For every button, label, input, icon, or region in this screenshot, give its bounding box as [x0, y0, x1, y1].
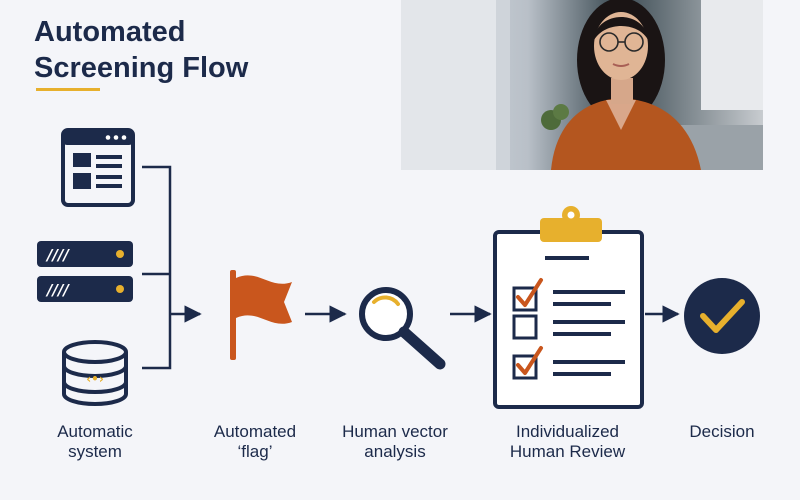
- label-individualized-human-review: Individualized Human Review: [495, 422, 640, 462]
- label-line-2: Human Review: [495, 442, 640, 462]
- clipboard-checklist-icon: [495, 206, 642, 407]
- label-line-2: analysis: [335, 442, 455, 462]
- label-line-1: Automatic: [40, 422, 150, 442]
- source-connectors: [142, 167, 200, 368]
- flag-icon: [230, 270, 292, 360]
- label-decision: Decision: [672, 422, 772, 442]
- label-line-1: Decision: [672, 422, 772, 442]
- label-line-2: system: [40, 442, 150, 462]
- label-human-vector-analysis: Human vector analysis: [335, 422, 455, 462]
- label-automatic-system: Automatic system: [40, 422, 150, 462]
- server-glyph-1: ////: [45, 246, 70, 264]
- browser-window-icon: [63, 130, 133, 205]
- check-circle-icon: [684, 278, 760, 354]
- label-line-1: Individualized: [495, 422, 640, 442]
- server-icon: //// ////: [37, 241, 133, 302]
- database-icon: ‹•›: [64, 342, 126, 404]
- label-line-1: Human vector: [335, 422, 455, 442]
- label-automated-flag: Automated ‘flag’: [200, 422, 310, 462]
- magnifier-icon: [362, 290, 440, 364]
- label-line-2: ‘flag’: [200, 442, 310, 462]
- label-line-1: Automated: [200, 422, 310, 442]
- database-glyph: ‹•›: [86, 372, 104, 386]
- server-glyph-2: ////: [45, 281, 70, 299]
